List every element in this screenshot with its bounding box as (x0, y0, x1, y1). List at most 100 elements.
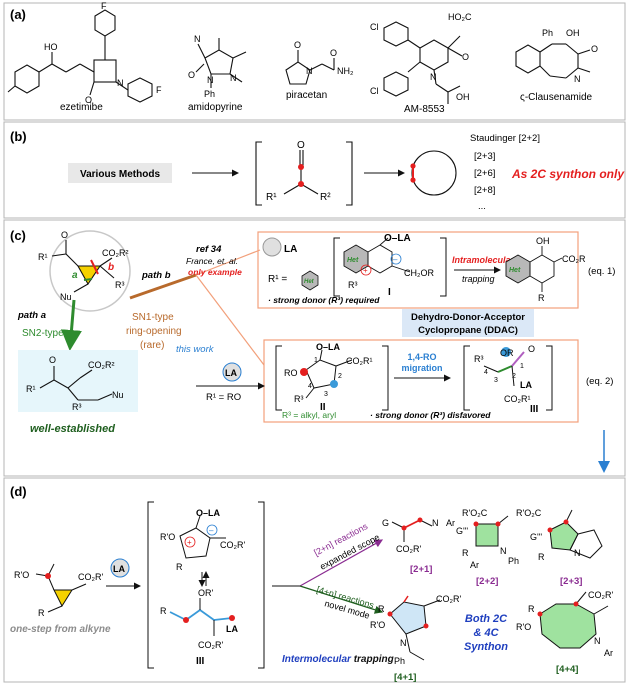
la-label-eq1: LA (284, 244, 297, 255)
p21-ar: Ar (446, 518, 455, 528)
ddac-label-box (402, 309, 534, 337)
ketene-r1: R¹ (266, 192, 277, 203)
naphthol-co2r: CO₂R (562, 254, 586, 264)
p44-ro: R'O (516, 622, 531, 632)
panel-d-frame (3, 477, 626, 683)
p21-co2r: CO₂R' (396, 544, 421, 554)
ezetimibe-atom-n: N (117, 78, 124, 88)
p22-r: R (462, 548, 469, 558)
clausenamide-atom-oh: OH (566, 28, 580, 38)
piracetan-atom-o2: O (330, 48, 337, 58)
la-cycle-icon-eq2 (222, 362, 242, 382)
cycloaddition-staudinger: Staudinger [2+2] (470, 133, 540, 144)
la-label-eq2: LA (225, 368, 237, 378)
r1-ro-label: R¹ = RO (206, 392, 241, 403)
p22-ph: Ph (508, 556, 519, 566)
this-work-label: this work (176, 344, 215, 355)
p44-ar: Ar (604, 648, 613, 658)
sn1-type-line-1: SN1-type (132, 312, 174, 323)
ketene-carbon-marker-2 (298, 181, 304, 187)
intermediate-iii-n1: 1 (520, 363, 524, 370)
panel-b: (b) Various Methods O R¹ R² Staudinger [… (3, 121, 626, 219)
d-int-r-prime: R'O (160, 532, 175, 542)
ddac-line-2: Cyclopropane (DDAC) (418, 325, 518, 336)
ref-34-label: ref 34 (196, 244, 222, 255)
intermediate-ii-ro: RO (284, 368, 298, 378)
intermediate-ii-n2: 2 (338, 373, 342, 380)
d-int-la: LA (226, 624, 238, 634)
d-substrate-r: R (38, 608, 45, 618)
bond-b-marker (90, 259, 99, 275)
panel-d-label: (d) (10, 484, 27, 499)
panel-c-label: (c) (10, 228, 26, 243)
naphthol-r: R (538, 293, 545, 303)
bond-a-marker (83, 278, 93, 281)
panel-c: (c) O R¹ CO₂R² R³ Nu a b path a SN2-type (3, 219, 626, 477)
intermolecular-trapping: Intermolecular trapping (282, 654, 394, 665)
p22-ar: Ar (470, 560, 479, 570)
product-r1: R¹ (26, 384, 36, 394)
bond-label-b: b (108, 262, 114, 273)
cyclopropane-ring (77, 265, 102, 286)
p41-r: R (378, 604, 385, 614)
p23-n: N (574, 548, 581, 558)
svg-text:–: – (209, 526, 214, 535)
svg-text:–: – (393, 255, 398, 264)
p21-n: N (432, 518, 439, 528)
naphthol-het: Het (509, 267, 521, 274)
p21-g: G (382, 518, 389, 528)
intermolecular-word: Intermolecular (282, 654, 352, 665)
intermediate-iii-label: III (530, 404, 539, 415)
clausenamide-atom-o: O (591, 44, 598, 54)
ketene-atom-o: O (297, 140, 305, 151)
trapping-label: trapping (462, 274, 495, 284)
d-substrate-ro: R'O (14, 570, 29, 580)
eq2-label: (eq. 2) (586, 376, 613, 387)
molecule-name-am8553: AM-8553 (404, 104, 445, 115)
migration-line-2: migration (401, 363, 442, 373)
eq1-box (257, 231, 579, 309)
eq1-label: (eq. 1) (588, 266, 615, 277)
intramolecular-label: Intramolecular (452, 255, 515, 265)
am8553-atom-oh: OH (456, 92, 470, 102)
one-step-from-alkyne: one-step from alkyne (10, 624, 111, 635)
molecule-name-ezetimibe: ezetimibe (60, 102, 103, 113)
amidopyrine-atom-o: O (188, 70, 195, 80)
intermediate-ii-label: II (320, 402, 326, 413)
d-la-label: LA (113, 564, 125, 574)
synthon-line-3: Synthon (464, 641, 508, 653)
ezetimibe-atom-f-top: F (101, 1, 107, 11)
p44-r: R (528, 604, 535, 614)
amidopyrine-structure (195, 38, 247, 88)
france-line-2: only example (188, 267, 242, 277)
piracetan-structure (285, 50, 335, 85)
cycloadduct-ring (411, 150, 457, 196)
p22-r-o2c: R'O₂C (462, 508, 488, 518)
substrate-highlight-circle (49, 230, 131, 312)
d-la-cycle-icon (110, 558, 130, 578)
bond-label-a: a (72, 270, 78, 281)
panel-d: (d) R'O CO₂R' R one-step from alkyne LA … (3, 477, 626, 683)
intermediate-ii-r3: R³ (294, 394, 304, 404)
path-b-label: path b (141, 270, 171, 281)
product-r3: R³ (72, 402, 82, 412)
intermediate-i-r3: R³ (348, 280, 358, 290)
panel-a-frame (3, 2, 626, 121)
intermediate-iii-n3: 3 (494, 377, 498, 384)
product-co2r2: CO₂R² (88, 360, 115, 370)
strong-donor-required: · strong donor (R³) required (268, 295, 380, 305)
het-hexagon-small (301, 270, 319, 291)
substrate-r3: R³ (115, 280, 125, 290)
substrate-r1: R¹ (38, 252, 48, 262)
p22-n: N (500, 546, 507, 556)
r3-alkyl-aryl: R³ = alkyl, aryl (282, 410, 336, 420)
molecule-name-piracetan: piracetan (286, 90, 327, 101)
intermediate-iii-co2r1: CO₂R¹ (504, 394, 531, 404)
various-methods-box (68, 163, 172, 183)
p23-r-o2c: R'O₂C (516, 508, 542, 518)
p22-label: [2+2] (476, 576, 498, 587)
p23-g: G''' (530, 532, 542, 542)
ezetimibe-structure (7, 9, 153, 103)
ketene-carbon-marker (298, 164, 304, 170)
path-a-label: path a (17, 310, 46, 321)
